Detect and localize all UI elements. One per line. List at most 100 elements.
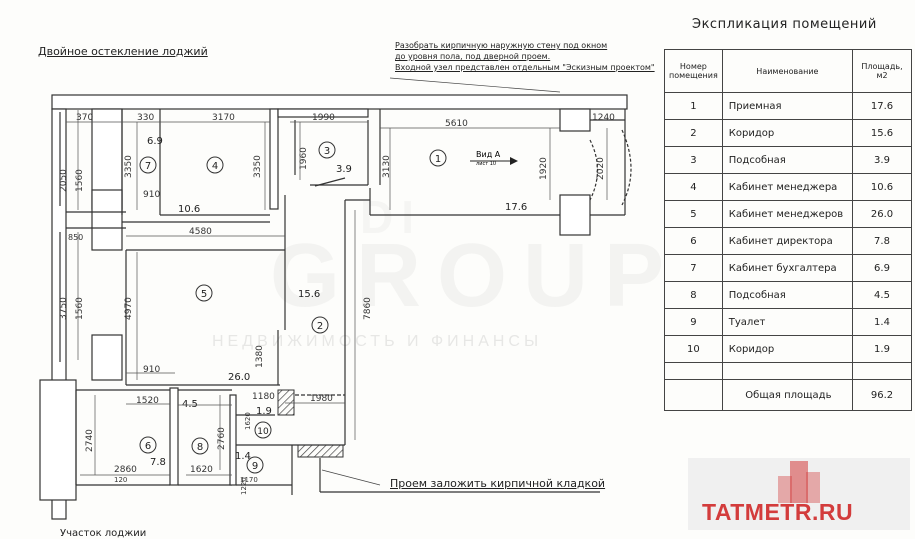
- dim-1240: 1240: [592, 113, 615, 123]
- room-7-marker: [139, 156, 157, 174]
- dim-910-bottom: 910: [143, 365, 160, 375]
- watermark-subtitle: НЕДВИЖИМОСТЬ И ФИНАНСЫ: [212, 333, 543, 350]
- logo-text: TATMETR.RU: [702, 499, 854, 525]
- room-1-area: 17.6: [505, 202, 527, 213]
- dim-1170: 1170: [240, 476, 258, 484]
- dim-1990: 1990: [312, 113, 335, 123]
- dim-1920: 1920: [539, 157, 549, 180]
- column-left-1: [91, 189, 123, 251]
- loggia-section-note: Участок лоджии: [60, 528, 147, 539]
- dim-5610: 5610: [445, 119, 468, 129]
- room-5-number: 5: [201, 289, 207, 300]
- dim-1180: 1180: [252, 392, 275, 402]
- room-3-area: 3.9: [336, 164, 352, 175]
- explication-cell-name: Кабинет директора: [721, 227, 854, 255]
- building-logo-icon: [778, 461, 820, 503]
- room-3-marker: [318, 141, 336, 159]
- header-number: Номер помещения: [664, 49, 723, 93]
- total-label: Общая площадь: [721, 379, 854, 411]
- room-4-number: 4: [212, 161, 218, 172]
- wall-removal-note: Разобрать кирпичную наружную стену под о…: [395, 40, 655, 73]
- dim-3170: 3170: [212, 113, 235, 123]
- explication-cell-name: Туалет: [721, 308, 854, 336]
- explication-cell-name: Подсобная: [721, 281, 854, 309]
- dim-7860: 7860: [363, 297, 373, 320]
- dim-1960: 1960: [299, 147, 309, 170]
- explication-header-row: Номер помещения Наименование Площадь, м2: [664, 49, 912, 93]
- opening-note: Проем заложить кирпичной кладкой: [390, 477, 606, 490]
- explication-cell-name: Кабинет менеджера: [721, 173, 854, 201]
- explication-cell-name: Приемная: [721, 92, 854, 120]
- dim-1220: 1220: [240, 477, 248, 495]
- room-7-area: 6.9: [147, 136, 163, 147]
- room-8-area: 4.5: [182, 399, 198, 410]
- wall-note-line-2: до уровня пола, под дверной проем.: [395, 52, 551, 61]
- total-area: 96.2: [852, 379, 912, 411]
- column-left-2: [91, 334, 123, 381]
- dim-2740: 2740: [85, 429, 95, 452]
- explication-cell-no: 10: [664, 335, 723, 363]
- room-5-marker: [195, 284, 213, 302]
- explication-table: Номер помещения Наименование Площадь, м2…: [664, 49, 912, 411]
- room-2-marker: [311, 316, 329, 334]
- room-8-marker: [191, 437, 209, 455]
- room-2-number: 2: [317, 321, 323, 332]
- explication-cell-area: 1.4: [852, 308, 912, 336]
- explication-cell-no: 6: [664, 227, 723, 255]
- explication-blank-cell: [852, 362, 912, 380]
- explication-cell-area: 15.6: [852, 119, 912, 147]
- room-7-number: 7: [145, 161, 151, 172]
- hatched-wall-1: [277, 389, 295, 416]
- explication-cell-no: 5: [664, 200, 723, 228]
- room-1-marker: [429, 149, 447, 167]
- hatched-wall-2: [297, 444, 344, 458]
- total-empty-cell: [664, 379, 723, 411]
- room-6-marker: [139, 436, 157, 454]
- room-4-area: 10.6: [178, 204, 200, 215]
- explication-cell-name: Коридор: [721, 119, 854, 147]
- dim-3350-left: 3350: [124, 155, 134, 178]
- header-name: Наименование: [721, 49, 854, 93]
- room-1-number: 1: [435, 154, 441, 165]
- watermark-main: GROUP: [270, 226, 681, 326]
- dim-850: 850: [68, 233, 83, 242]
- explication-cell-name: Коридор: [721, 335, 854, 363]
- explication-cell-no: 3: [664, 146, 723, 174]
- room-3-number: 3: [324, 146, 330, 157]
- explication-blank-row: [664, 362, 912, 380]
- explication-cell-area: 10.6: [852, 173, 912, 201]
- room-9-number: 9: [252, 461, 258, 472]
- header-area: Площадь, м2: [852, 49, 912, 93]
- explication-cell-no: 4: [664, 173, 723, 201]
- dim-1620-small: 1620: [244, 412, 252, 430]
- explication-cell-area: 3.9: [852, 146, 912, 174]
- dim-1620: 1620: [190, 465, 213, 475]
- dim-120: 120: [114, 476, 127, 484]
- room-5-area: 26.0: [228, 372, 250, 383]
- dim-330: 330: [137, 113, 154, 123]
- room-10-area: 1.9: [256, 406, 272, 417]
- dim-1980: 1980: [310, 394, 333, 404]
- explication-title: Экспликация помещений: [692, 17, 877, 32]
- explication-cell-name: Кабинет менеджеров: [721, 200, 854, 228]
- room-8-number: 8: [197, 442, 203, 453]
- explication-cell-no: 7: [664, 254, 723, 282]
- dim-3350-right: 3350: [253, 155, 263, 178]
- wall-note-line-1: Разобрать кирпичную наружную стену под о…: [395, 41, 608, 50]
- explication-cell-no: 1: [664, 92, 723, 120]
- explication-blank-cell: [721, 362, 854, 380]
- loggia-glazing-note: Двойное остекление лоджий: [38, 45, 208, 58]
- view-sublabel: лист 10: [476, 161, 496, 167]
- explication-blank-cell: [664, 362, 723, 380]
- dim-910-top: 910: [143, 190, 160, 200]
